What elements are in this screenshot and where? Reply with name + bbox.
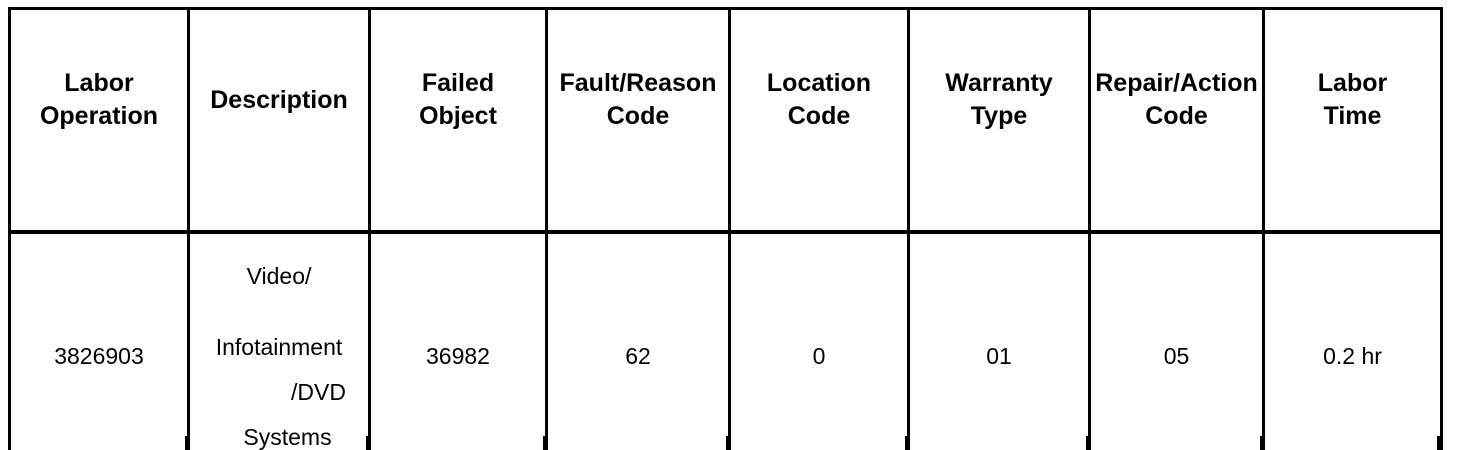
table-gridline-stub xyxy=(726,436,729,450)
description-line: Systems xyxy=(243,423,332,450)
header-cell-failed-object: Failed Object xyxy=(368,7,548,234)
header-cell-fault-reason-code: Fault/Reason Code xyxy=(545,7,731,234)
cell-labor-time: 0.2 hr xyxy=(1262,230,1443,450)
header-cell-location-code: Location Code xyxy=(728,7,910,234)
cell-warranty-type: 01 xyxy=(907,230,1091,450)
table-gridline-stub xyxy=(905,436,908,450)
header-cell-description: Description xyxy=(187,7,371,234)
table-data-row: 3826903 Video/ Infotainment /DVD Systems… xyxy=(8,230,1443,450)
cell-repair-action-code: 05 xyxy=(1088,230,1265,450)
cell-failed-object: 36982 xyxy=(368,230,548,450)
table-gridline-stub xyxy=(543,436,546,450)
table-gridline-stub xyxy=(185,436,188,450)
table-gridline-stub xyxy=(366,436,369,450)
table-header-row: Labor Operation Description Failed Objec… xyxy=(8,7,1443,234)
cell-location-code: 0 xyxy=(728,230,910,450)
description-line: /DVD xyxy=(291,378,346,405)
header-cell-labor-time: Labor Time xyxy=(1262,7,1443,234)
cell-labor-operation: 3826903 xyxy=(8,230,190,450)
header-cell-warranty-type: Warranty Type xyxy=(907,7,1091,234)
cell-fault-reason-code: 62 xyxy=(545,230,731,450)
table-gridline-stub xyxy=(1437,436,1440,450)
header-cell-repair-action-code: Repair/Action Code xyxy=(1088,7,1265,234)
description-line: Infotainment xyxy=(215,333,343,360)
warranty-labor-table: Labor Operation Description Failed Objec… xyxy=(8,7,1443,450)
header-cell-labor-operation: Labor Operation xyxy=(8,7,190,234)
table-gridline-stub xyxy=(1086,436,1089,450)
table-gridline-stub xyxy=(1260,436,1263,450)
cell-description: Video/ Infotainment /DVD Systems xyxy=(187,230,371,450)
description-line: Video/ xyxy=(246,262,312,289)
